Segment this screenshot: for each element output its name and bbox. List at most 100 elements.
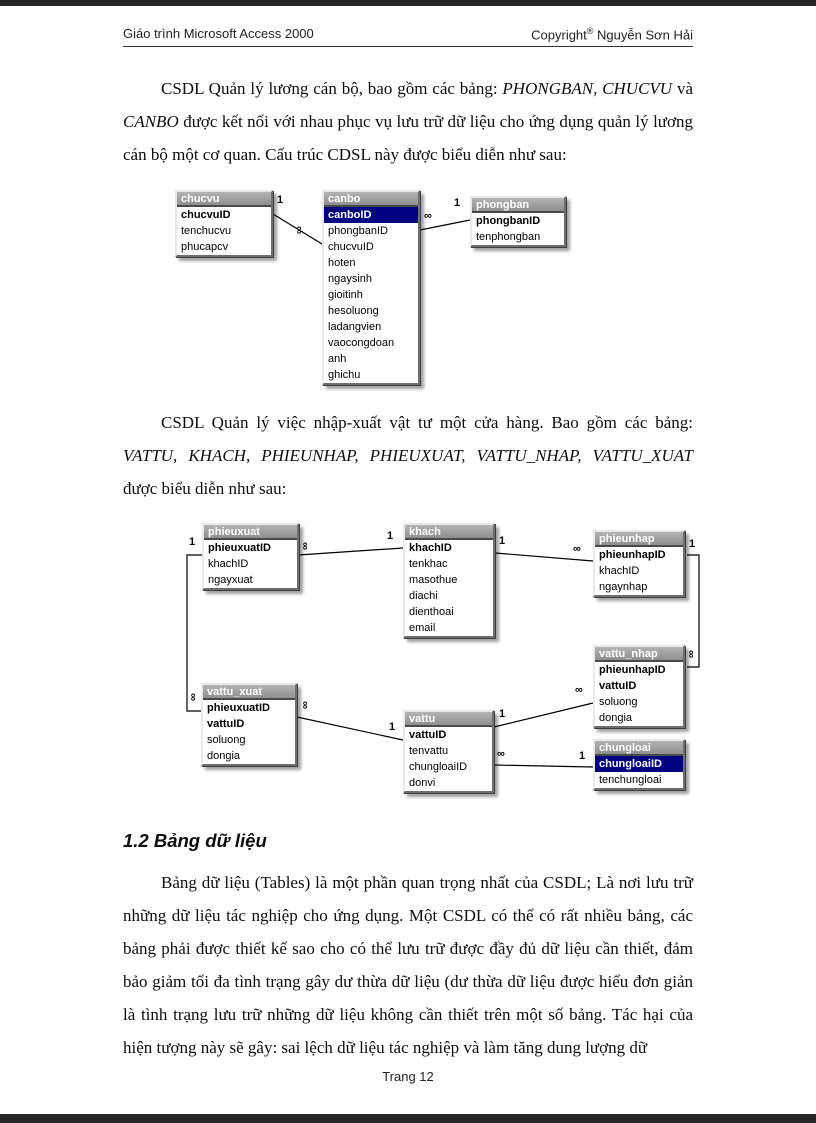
relationship-lines bbox=[186, 547, 700, 768]
field-vattuID: vattuID bbox=[599, 680, 637, 692]
field-chucvuID: chucvuID bbox=[181, 209, 231, 221]
field-diachi: diachi bbox=[409, 590, 438, 602]
registered-mark-icon: ® bbox=[586, 26, 594, 36]
text-run: và bbox=[672, 79, 693, 98]
copyright-text: Copyright bbox=[531, 27, 587, 43]
infinity-icon: ∞ bbox=[298, 542, 311, 550]
field-phucapcv: phucapcv bbox=[181, 241, 229, 253]
field-phieunhapID: phieunhapID bbox=[599, 664, 666, 676]
relationships-diagram-vattu: ∞ 1 1 ∞ 1 ∞ 1 ∞ ∞ 1 1 ∞ ∞ 1 phieuxuat ph… bbox=[165, 515, 705, 807]
field-ghichu: ghichu bbox=[328, 369, 361, 381]
table-name-italic: CANBO bbox=[123, 112, 179, 131]
infinity-icon: ∞ bbox=[497, 748, 505, 760]
relationships-diagram-luong: 1 ∞ ∞ 1 chucvu chucvuID tenchucvu phucap… bbox=[165, 180, 570, 398]
cardinality-one-label: 1 bbox=[387, 530, 394, 542]
field-vattuID: vattuID bbox=[207, 718, 245, 730]
table-title: chucvu bbox=[177, 192, 271, 207]
infinity-icon: ∞ bbox=[298, 701, 311, 709]
cardinality-one-label: 1 bbox=[579, 750, 586, 762]
infinity-icon: ∞ bbox=[573, 543, 581, 555]
author-name: Nguyễn Sơn Hải bbox=[593, 27, 693, 43]
field-tenphongban: tenphongban bbox=[476, 231, 541, 243]
field-phieunhapID: phieunhapID bbox=[599, 549, 666, 561]
field-hoten: hoten bbox=[328, 257, 356, 269]
field-tenchucvu: tenchucvu bbox=[181, 225, 232, 237]
field-chucvuID: chucvuID bbox=[328, 241, 374, 253]
table-vattu-xuat: vattu_xuat phieuxuatID vattuID soluong d… bbox=[201, 683, 297, 766]
infinity-icon: ∞ bbox=[575, 684, 583, 696]
cardinality-one-label: 1 bbox=[277, 194, 284, 206]
field-dienthoai: dienthoai bbox=[409, 606, 454, 618]
header-book-title: Giáo trình Microsoft Access 2000 bbox=[123, 26, 314, 41]
section-heading-1-2: 1.2 Bảng dữ liệu bbox=[123, 830, 267, 851]
field-email: email bbox=[409, 622, 436, 634]
field-phongbanID: phongbanID bbox=[476, 215, 541, 227]
header-divider bbox=[123, 46, 693, 47]
table-chungloai: chungloai chungloaiID tenchungloai bbox=[593, 739, 685, 790]
page-bottom-edge bbox=[0, 1114, 816, 1123]
table-title: phieuxuat bbox=[204, 525, 297, 540]
table-title: phongban bbox=[472, 198, 564, 213]
field-ladangvien: ladangvien bbox=[328, 321, 382, 333]
table-title: vattu_nhap bbox=[595, 647, 683, 662]
table-phongban: phongban phongbanID tenphongban bbox=[470, 196, 566, 247]
cardinality-one-label: 1 bbox=[689, 538, 696, 550]
field-phieuxuatID: phieuxuatID bbox=[208, 542, 271, 554]
table-title: vattu_xuat bbox=[203, 685, 295, 700]
field-vattuID: vattuID bbox=[409, 729, 447, 741]
text-run: CSDL Quản lý việc nhập-xuất vật tư một c… bbox=[161, 413, 693, 432]
field-ngayxuat: ngayxuat bbox=[208, 574, 253, 586]
field-soluong: soluong bbox=[207, 734, 246, 746]
field-tenchungloai: tenchungloai bbox=[599, 774, 662, 786]
header-copyright: Copyright® Nguyễn Sơn Hải bbox=[531, 26, 693, 42]
cardinality-one-label: 1 bbox=[499, 535, 506, 547]
field-phongbanID: phongbanID bbox=[328, 225, 388, 237]
field-dongia: dongia bbox=[207, 750, 241, 762]
table-phieuxuat: phieuxuat phieuxuatID khachID ngayxuat bbox=[202, 523, 299, 590]
table-names-italic: PHONGBAN, CHUCVU bbox=[502, 79, 673, 98]
table-title: canbo bbox=[324, 192, 418, 207]
field-hesoluong: hesoluong bbox=[328, 305, 379, 317]
table-title: chungloai bbox=[595, 741, 683, 756]
table-names-italic: VATTU, KHACH, PHIEUNHAP, PHIEUXUAT, VATT… bbox=[123, 446, 693, 465]
field-tenvattu: tenvattu bbox=[409, 745, 449, 757]
infinity-icon: ∞ bbox=[186, 693, 199, 701]
cardinality-one-label: 1 bbox=[389, 721, 396, 733]
cardinality-one-label: 1 bbox=[189, 536, 196, 548]
field-anh: anh bbox=[328, 353, 347, 365]
paragraph-csdl-luong: CSDL Quản lý lương cán bộ, bao gồm các b… bbox=[123, 72, 693, 171]
relationship-lines bbox=[272, 213, 471, 245]
paragraph-bang-du-lieu: Bảng dữ liệu (Tables) là một phần quan t… bbox=[123, 873, 693, 1057]
field-khachID: khachID bbox=[599, 565, 640, 577]
field-phieuxuatID: phieuxuatID bbox=[207, 702, 270, 714]
infinity-icon: ∞ bbox=[424, 210, 432, 222]
field-ngaysinh: ngaysinh bbox=[328, 273, 373, 285]
field-soluong: soluong bbox=[599, 696, 638, 708]
infinity-icon: ∞ bbox=[292, 226, 305, 234]
table-khach: khach khachID tenkhac masothue diachi di… bbox=[403, 523, 495, 638]
field-vaocongdoan: vaocongdoan bbox=[328, 337, 395, 349]
field-chungloaiID: chungloaiID bbox=[595, 756, 683, 772]
text-run: được kết nối với nhau phục vụ lưu trữ dữ… bbox=[123, 112, 693, 164]
table-phieunhap: phieunhap phieunhapID khachID ngaynhap bbox=[593, 530, 685, 597]
table-title: khach bbox=[405, 525, 493, 540]
table-chucvu: chucvu chucvuID tenchucvu phucapcv bbox=[175, 190, 273, 257]
text-run: CSDL Quản lý lương cán bộ, bao gồm các b… bbox=[161, 79, 503, 98]
field-khachID: khachID bbox=[208, 558, 249, 570]
cardinality-one-label: 1 bbox=[454, 197, 461, 209]
field-dongia: dongia bbox=[599, 712, 633, 724]
field-donvi: donvi bbox=[409, 777, 436, 789]
field-masothue: masothue bbox=[409, 574, 458, 586]
field-chungloaiID: chungloaiID bbox=[409, 761, 468, 773]
table-vattu-nhap: vattu_nhap phieunhapID vattuID soluong d… bbox=[593, 645, 685, 728]
field-ngaynhap: ngaynhap bbox=[599, 581, 648, 593]
table-vattu: vattu vattuID tenvattu chungloaiID donvi bbox=[403, 710, 494, 793]
table-title: phieunhap bbox=[595, 532, 683, 547]
field-khachID: khachID bbox=[409, 542, 452, 554]
text-run: được biểu diễn như sau: bbox=[123, 479, 287, 498]
infinity-icon: ∞ bbox=[684, 650, 697, 658]
table-canbo: canbo canboID phongbanID chucvuID hoten … bbox=[322, 190, 420, 385]
field-tenkhac: tenkhac bbox=[409, 558, 448, 570]
page-number: Trang 12 bbox=[382, 1069, 434, 1084]
